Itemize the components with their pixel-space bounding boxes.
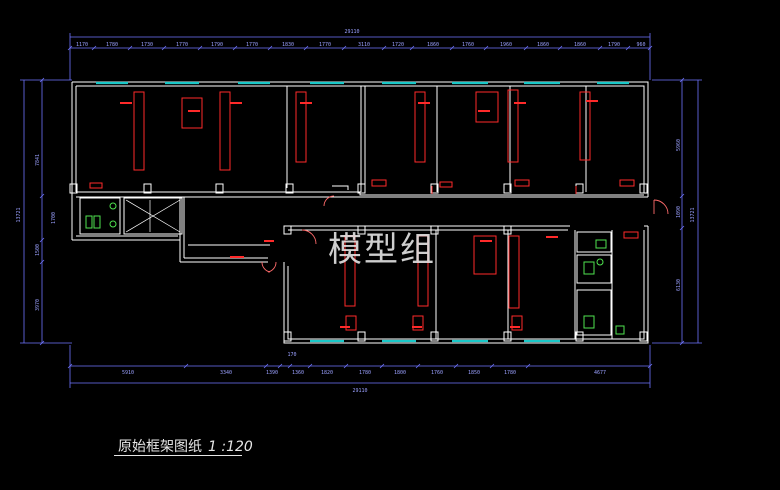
tick xyxy=(39,77,45,83)
dim-top-seg: 1720 xyxy=(392,42,404,48)
dim-bottom-total: 29110 xyxy=(352,388,367,394)
tick xyxy=(343,363,349,369)
dim-top-seg: 1770 xyxy=(319,42,331,48)
stair-symbol xyxy=(125,199,181,233)
dim-top-seg: 1170 xyxy=(76,42,88,48)
dim-small-170: 170 xyxy=(287,352,296,358)
dim-bottom-seg: 5910 xyxy=(122,370,134,376)
dim-top-seg: 960 xyxy=(636,42,645,48)
dim-bottom-seg: 1800 xyxy=(394,370,406,376)
dim-right-seg: 6130 xyxy=(676,279,682,291)
tick xyxy=(287,363,293,369)
dim-bottom-seg: 1390 xyxy=(266,370,278,376)
tick xyxy=(453,363,459,369)
drawing-title: 原始框架图纸 xyxy=(118,439,202,455)
dim-top-seg: 1790 xyxy=(608,42,620,48)
watermark-text: 模型组 xyxy=(328,230,436,270)
tick xyxy=(679,340,685,346)
title-underline xyxy=(114,455,242,456)
dim-bottom-seg: 1820 xyxy=(321,370,333,376)
tick xyxy=(277,363,283,369)
tick xyxy=(303,45,309,51)
tick xyxy=(183,363,189,369)
dim-bottom-seg: 1780 xyxy=(359,370,371,376)
dim-top-seg: 1960 xyxy=(500,42,512,48)
dim-top-seg: 1830 xyxy=(282,42,294,48)
dim-bottom-seg: 1760 xyxy=(431,370,443,376)
dim-bottom-seg: 3340 xyxy=(220,370,232,376)
columns xyxy=(69,183,648,342)
dim-left-seg: 3970 xyxy=(35,299,41,311)
dim-top-seg: 1780 xyxy=(106,42,118,48)
tick xyxy=(647,363,653,369)
drawing-title-block: 原始框架图纸 1 :120 xyxy=(118,436,253,456)
walls xyxy=(71,81,649,344)
dim-top-seg: 1770 xyxy=(176,42,188,48)
tick xyxy=(91,45,97,51)
tick xyxy=(197,45,203,51)
tick xyxy=(525,363,531,369)
tick xyxy=(483,45,489,51)
windows xyxy=(96,81,629,343)
dim-top-seg: 1860 xyxy=(537,42,549,48)
dim-left-total: 13721 xyxy=(16,207,22,222)
dim-left-seg: 1700 xyxy=(51,212,57,224)
dim-top-total: 29110 xyxy=(344,29,359,35)
dim-top-seg: 3110 xyxy=(358,42,370,48)
dim-left-seg: 1500 xyxy=(35,244,41,256)
tick xyxy=(523,45,529,51)
dimension-texts: 29110 29110 13721 13721 170 1170 1780 17… xyxy=(16,29,696,394)
tick xyxy=(39,340,45,346)
tick xyxy=(409,45,415,51)
dim-right-seg: 5960 xyxy=(676,139,682,151)
room-labels xyxy=(120,100,598,328)
tick xyxy=(625,45,631,51)
tick xyxy=(415,363,421,369)
tick xyxy=(307,363,313,369)
dim-top-seg: 1760 xyxy=(462,42,474,48)
tick xyxy=(67,45,73,51)
tick xyxy=(679,193,685,199)
tick xyxy=(597,45,603,51)
tick xyxy=(341,45,347,51)
dim-right-total: 13721 xyxy=(690,207,696,222)
drawing-scale: 1 :120 xyxy=(208,439,253,455)
fixtures xyxy=(89,89,639,331)
dim-top-seg: 1730 xyxy=(141,42,153,48)
tick xyxy=(39,259,45,265)
sanitary-fixtures xyxy=(85,202,625,335)
dim-left-seg: 7841 xyxy=(35,154,41,166)
dim-bottom-seg: 1780 xyxy=(504,370,516,376)
tick xyxy=(232,45,238,51)
tick xyxy=(557,45,563,51)
tick xyxy=(67,363,73,369)
dimension-lines xyxy=(20,33,702,388)
tick xyxy=(647,45,653,51)
dim-bottom-seg: 1360 xyxy=(292,370,304,376)
tick xyxy=(381,45,387,51)
tick xyxy=(267,45,273,51)
tick xyxy=(679,225,685,231)
tick xyxy=(161,45,167,51)
dim-top-seg: 1860 xyxy=(574,42,586,48)
tick xyxy=(679,77,685,83)
dimension-ticks xyxy=(39,45,685,369)
tick xyxy=(489,363,495,369)
tick xyxy=(39,193,45,199)
dim-top-seg: 1770 xyxy=(246,42,258,48)
tick xyxy=(127,45,133,51)
tick xyxy=(449,45,455,51)
dim-right-seg: 1090 xyxy=(676,206,682,218)
dim-bottom-seg: 1850 xyxy=(468,370,480,376)
dim-top-seg: 1790 xyxy=(211,42,223,48)
doors xyxy=(261,195,669,273)
tick xyxy=(39,237,45,243)
tick xyxy=(263,363,269,369)
tick xyxy=(379,363,385,369)
dim-bottom-seg: 4677 xyxy=(594,370,606,376)
dim-top-seg: 1860 xyxy=(427,42,439,48)
